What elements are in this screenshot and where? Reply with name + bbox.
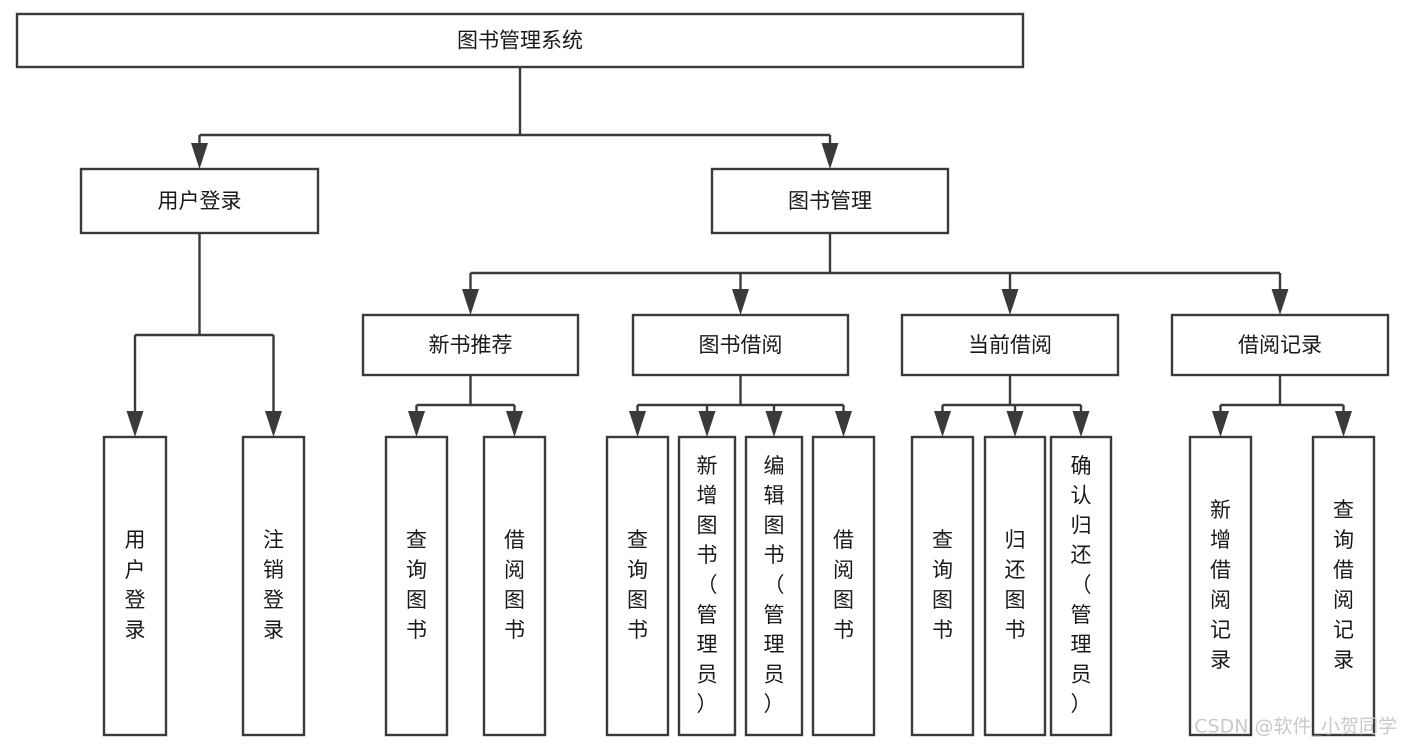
edge-group-borrow-record (1212, 375, 1352, 437)
node-label: 借阅图书 (504, 528, 525, 642)
arrowhead-icon (126, 411, 144, 437)
node-leaf-query-book-2[interactable]: 查询图书 (605, 435, 670, 737)
node-label: 查询图书 (406, 528, 427, 642)
node-leaf-query-record[interactable]: 查询借阅记录 (1311, 435, 1376, 737)
arrowhead-icon (462, 289, 479, 315)
node-borrow-record[interactable]: 借阅记录 (1170, 313, 1390, 377)
node-leaf-confirm-return[interactable]: 确认归还（管理员） (1049, 435, 1113, 737)
node-leaf-query-book-3[interactable]: 查询图书 (910, 435, 975, 737)
edges-layer (126, 67, 1352, 437)
node-box[interactable] (361, 313, 580, 377)
node-leaf-borrow-book-2[interactable]: 借阅图书 (811, 435, 876, 737)
arrowhead-icon (506, 411, 523, 437)
node-leaf-logout[interactable]: 注销登录 (241, 435, 306, 737)
node-box[interactable] (1170, 313, 1390, 377)
node-box[interactable] (983, 435, 1047, 737)
node-box[interactable] (384, 435, 449, 737)
node-label: 用户登录 (158, 189, 242, 213)
arrowhead-icon (835, 411, 852, 437)
node-label: 查询借阅记录 (1333, 498, 1354, 672)
arrowhead-icon (934, 411, 951, 437)
node-label: 图书管理系统 (457, 29, 583, 53)
arrowhead-icon (408, 411, 425, 437)
node-label: 当前借阅 (968, 333, 1052, 357)
watermark-label: CSDN @软件_小贺同学 (1194, 716, 1397, 738)
arrowhead-icon (1335, 411, 1352, 437)
node-label: 图书管理 (788, 189, 872, 213)
node-box[interactable] (605, 435, 670, 737)
node-box[interactable] (744, 435, 804, 737)
node-box[interactable] (811, 435, 876, 737)
node-label: 编辑图书（管理员） (764, 454, 785, 716)
arrowhead-icon (1212, 411, 1229, 437)
node-leaf-query-book-1[interactable]: 查询图书 (384, 435, 449, 737)
node-label: 查询图书 (627, 528, 648, 642)
node-box[interactable] (1049, 435, 1113, 737)
node-label: 新增借阅记录 (1210, 498, 1231, 672)
edge-group-new-book-rec (408, 375, 523, 437)
node-label: 新书推荐 (429, 333, 513, 357)
node-box[interactable] (482, 435, 547, 737)
arrowhead-icon (765, 411, 783, 437)
node-label: 借阅记录 (1238, 333, 1322, 357)
node-label: 借阅图书 (833, 528, 854, 642)
node-leaf-return-book[interactable]: 归还图书 (983, 435, 1047, 737)
arrowhead-icon (1072, 411, 1090, 437)
node-leaf-add-book[interactable]: 新增图书（管理员） (677, 435, 737, 737)
node-box[interactable] (241, 435, 306, 737)
arrowhead-icon (1006, 411, 1024, 437)
arrowhead-icon (821, 143, 839, 169)
node-book-borrow[interactable]: 图书借阅 (631, 313, 850, 377)
node-leaf-borrow-book-1[interactable]: 借阅图书 (482, 435, 547, 737)
node-box[interactable] (710, 167, 950, 235)
nodes-layer: 图书管理系统用户登录图书管理新书推荐图书借阅当前借阅借阅记录用户登录注销登录查询… (15, 12, 1390, 737)
node-new-book-rec[interactable]: 新书推荐 (361, 313, 580, 377)
node-box[interactable] (79, 167, 320, 235)
node-current-borrow[interactable]: 当前借阅 (900, 313, 1120, 377)
node-leaf-add-record[interactable]: 新增借阅记录 (1188, 435, 1253, 737)
node-label: 查询图书 (932, 528, 953, 642)
arrowhead-icon (698, 411, 716, 437)
node-box[interactable] (102, 435, 168, 737)
node-label: 确认归还（管理员） (1071, 454, 1092, 716)
node-leaf-edit-book[interactable]: 编辑图书（管理员） (744, 435, 804, 737)
arrowhead-icon (265, 411, 282, 437)
node-book-manage[interactable]: 图书管理 (710, 167, 950, 235)
node-leaf-user-login[interactable]: 用户登录 (102, 435, 168, 737)
arrowhead-icon (629, 411, 646, 437)
node-box[interactable] (1188, 435, 1253, 737)
node-label: 用户登录 (125, 528, 146, 642)
edge-group-user-login (126, 233, 282, 437)
edge-group-current-borrow (934, 375, 1090, 437)
arrowhead-icon (1271, 289, 1289, 315)
node-label: 新增图书（管理员） (697, 454, 718, 716)
edge-group-book-borrow (629, 375, 852, 437)
node-root[interactable]: 图书管理系统 (15, 12, 1025, 69)
arrowhead-icon (732, 289, 749, 315)
node-label: 注销登录 (263, 528, 284, 642)
edge-group-book-manage (462, 233, 1289, 315)
node-label: 归还图书 (1005, 528, 1026, 642)
node-box[interactable] (910, 435, 975, 737)
node-user-login[interactable]: 用户登录 (79, 167, 320, 235)
node-box[interactable] (631, 313, 850, 377)
node-box[interactable] (677, 435, 737, 737)
node-box[interactable] (15, 12, 1025, 69)
arrowhead-icon (191, 143, 208, 169)
node-box[interactable] (900, 313, 1120, 377)
node-box[interactable] (1311, 435, 1376, 737)
edge-group-root (191, 67, 839, 169)
node-label: 图书借阅 (699, 333, 783, 357)
arrowhead-icon (1001, 289, 1019, 315)
